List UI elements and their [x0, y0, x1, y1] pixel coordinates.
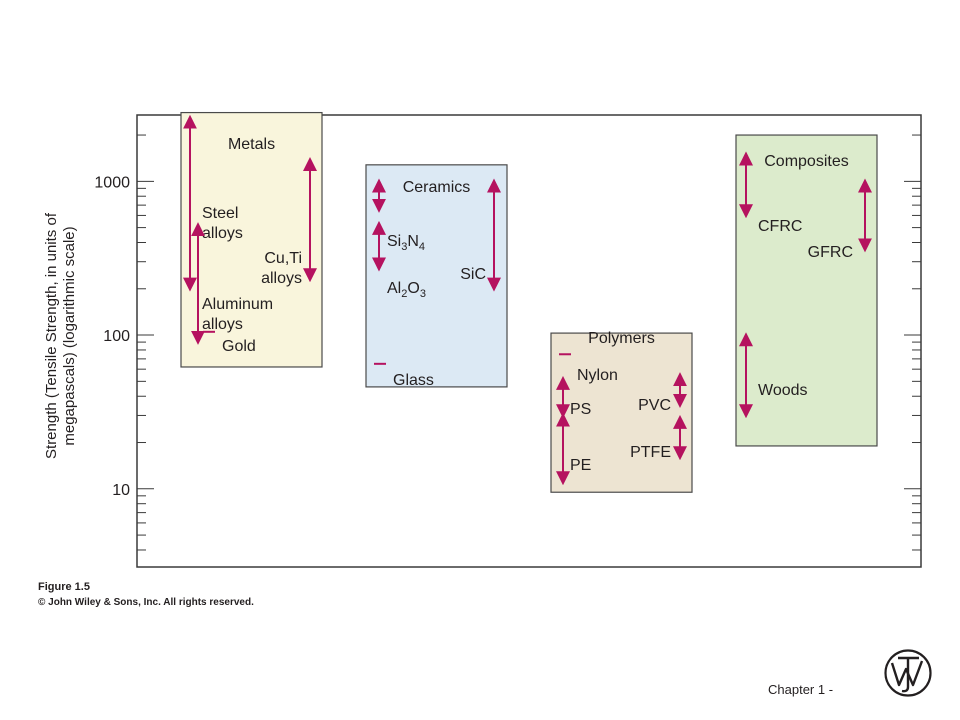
group-title: Metals — [228, 136, 275, 153]
item-label: CFRC — [758, 218, 802, 235]
item-label: Gold — [222, 338, 256, 355]
label-part: O — [407, 280, 419, 297]
item-label: Cu,Ti — [264, 250, 302, 267]
item-label: Steel — [202, 205, 238, 222]
wiley-logo — [884, 649, 932, 697]
copyright-notice: © John Wiley & Sons, Inc. All rights res… — [38, 597, 254, 608]
item-label: alloys — [202, 316, 243, 333]
item-label: Aluminum — [202, 296, 273, 313]
label-part: Al — [387, 280, 401, 297]
item-label: SiC — [460, 266, 486, 283]
item-label: Si3N4 — [387, 233, 425, 253]
y-tick-label: 1000 — [94, 174, 130, 191]
item-label: alloys — [202, 225, 243, 242]
item-label: PVC — [638, 397, 671, 414]
chapter-footer: Chapter 1 - — [768, 682, 834, 697]
group-title: Composites — [764, 153, 848, 170]
material-groups: MetalsSteelalloysCu,TialloysAluminumallo… — [180, 111, 878, 493]
group-title: Polymers — [588, 330, 655, 347]
y-tick-label: 10 — [112, 482, 130, 499]
item-label: Al2O3 — [387, 280, 426, 300]
item-label: GFRC — [808, 244, 853, 261]
y-axis-label-line2: megapascals) (logarithmic scale) — [61, 226, 78, 445]
group-box — [365, 164, 508, 388]
y-axis-label-line1: Strength (Tensile Strength, in units of — [43, 212, 60, 459]
y-tick-labels: 10 100 1000 — [94, 174, 130, 498]
subscript: 4 — [419, 241, 425, 253]
subscript: 3 — [401, 241, 407, 253]
y-axis-label: Strength (Tensile Strength, in units of … — [43, 212, 78, 459]
item-label: Woods — [758, 382, 808, 399]
item-label: alloys — [261, 270, 302, 287]
item-label: Glass — [393, 372, 434, 389]
item-label: PS — [570, 401, 591, 418]
group-box — [550, 332, 693, 493]
item-label: PTFE — [630, 444, 671, 461]
label-part: N — [407, 233, 419, 250]
item-label: Nylon — [577, 367, 618, 384]
strength-chart: 10 100 1000 Strength (Tensile Strength, in… — [43, 111, 922, 568]
plot-frame — [136, 114, 922, 568]
subscript: 2 — [401, 288, 407, 300]
group-box — [735, 134, 878, 447]
item-label: PE — [570, 457, 591, 474]
figure-caption: Figure 1.5 — [38, 581, 90, 593]
group-title: Ceramics — [403, 179, 471, 196]
subscript: 3 — [420, 288, 426, 300]
y-tick-label: 100 — [103, 328, 130, 345]
axis-ticks — [137, 134, 921, 551]
label-part: Si — [387, 233, 401, 250]
group-metals: MetalsSteelalloysCu,TialloysAluminumallo… — [180, 111, 323, 368]
